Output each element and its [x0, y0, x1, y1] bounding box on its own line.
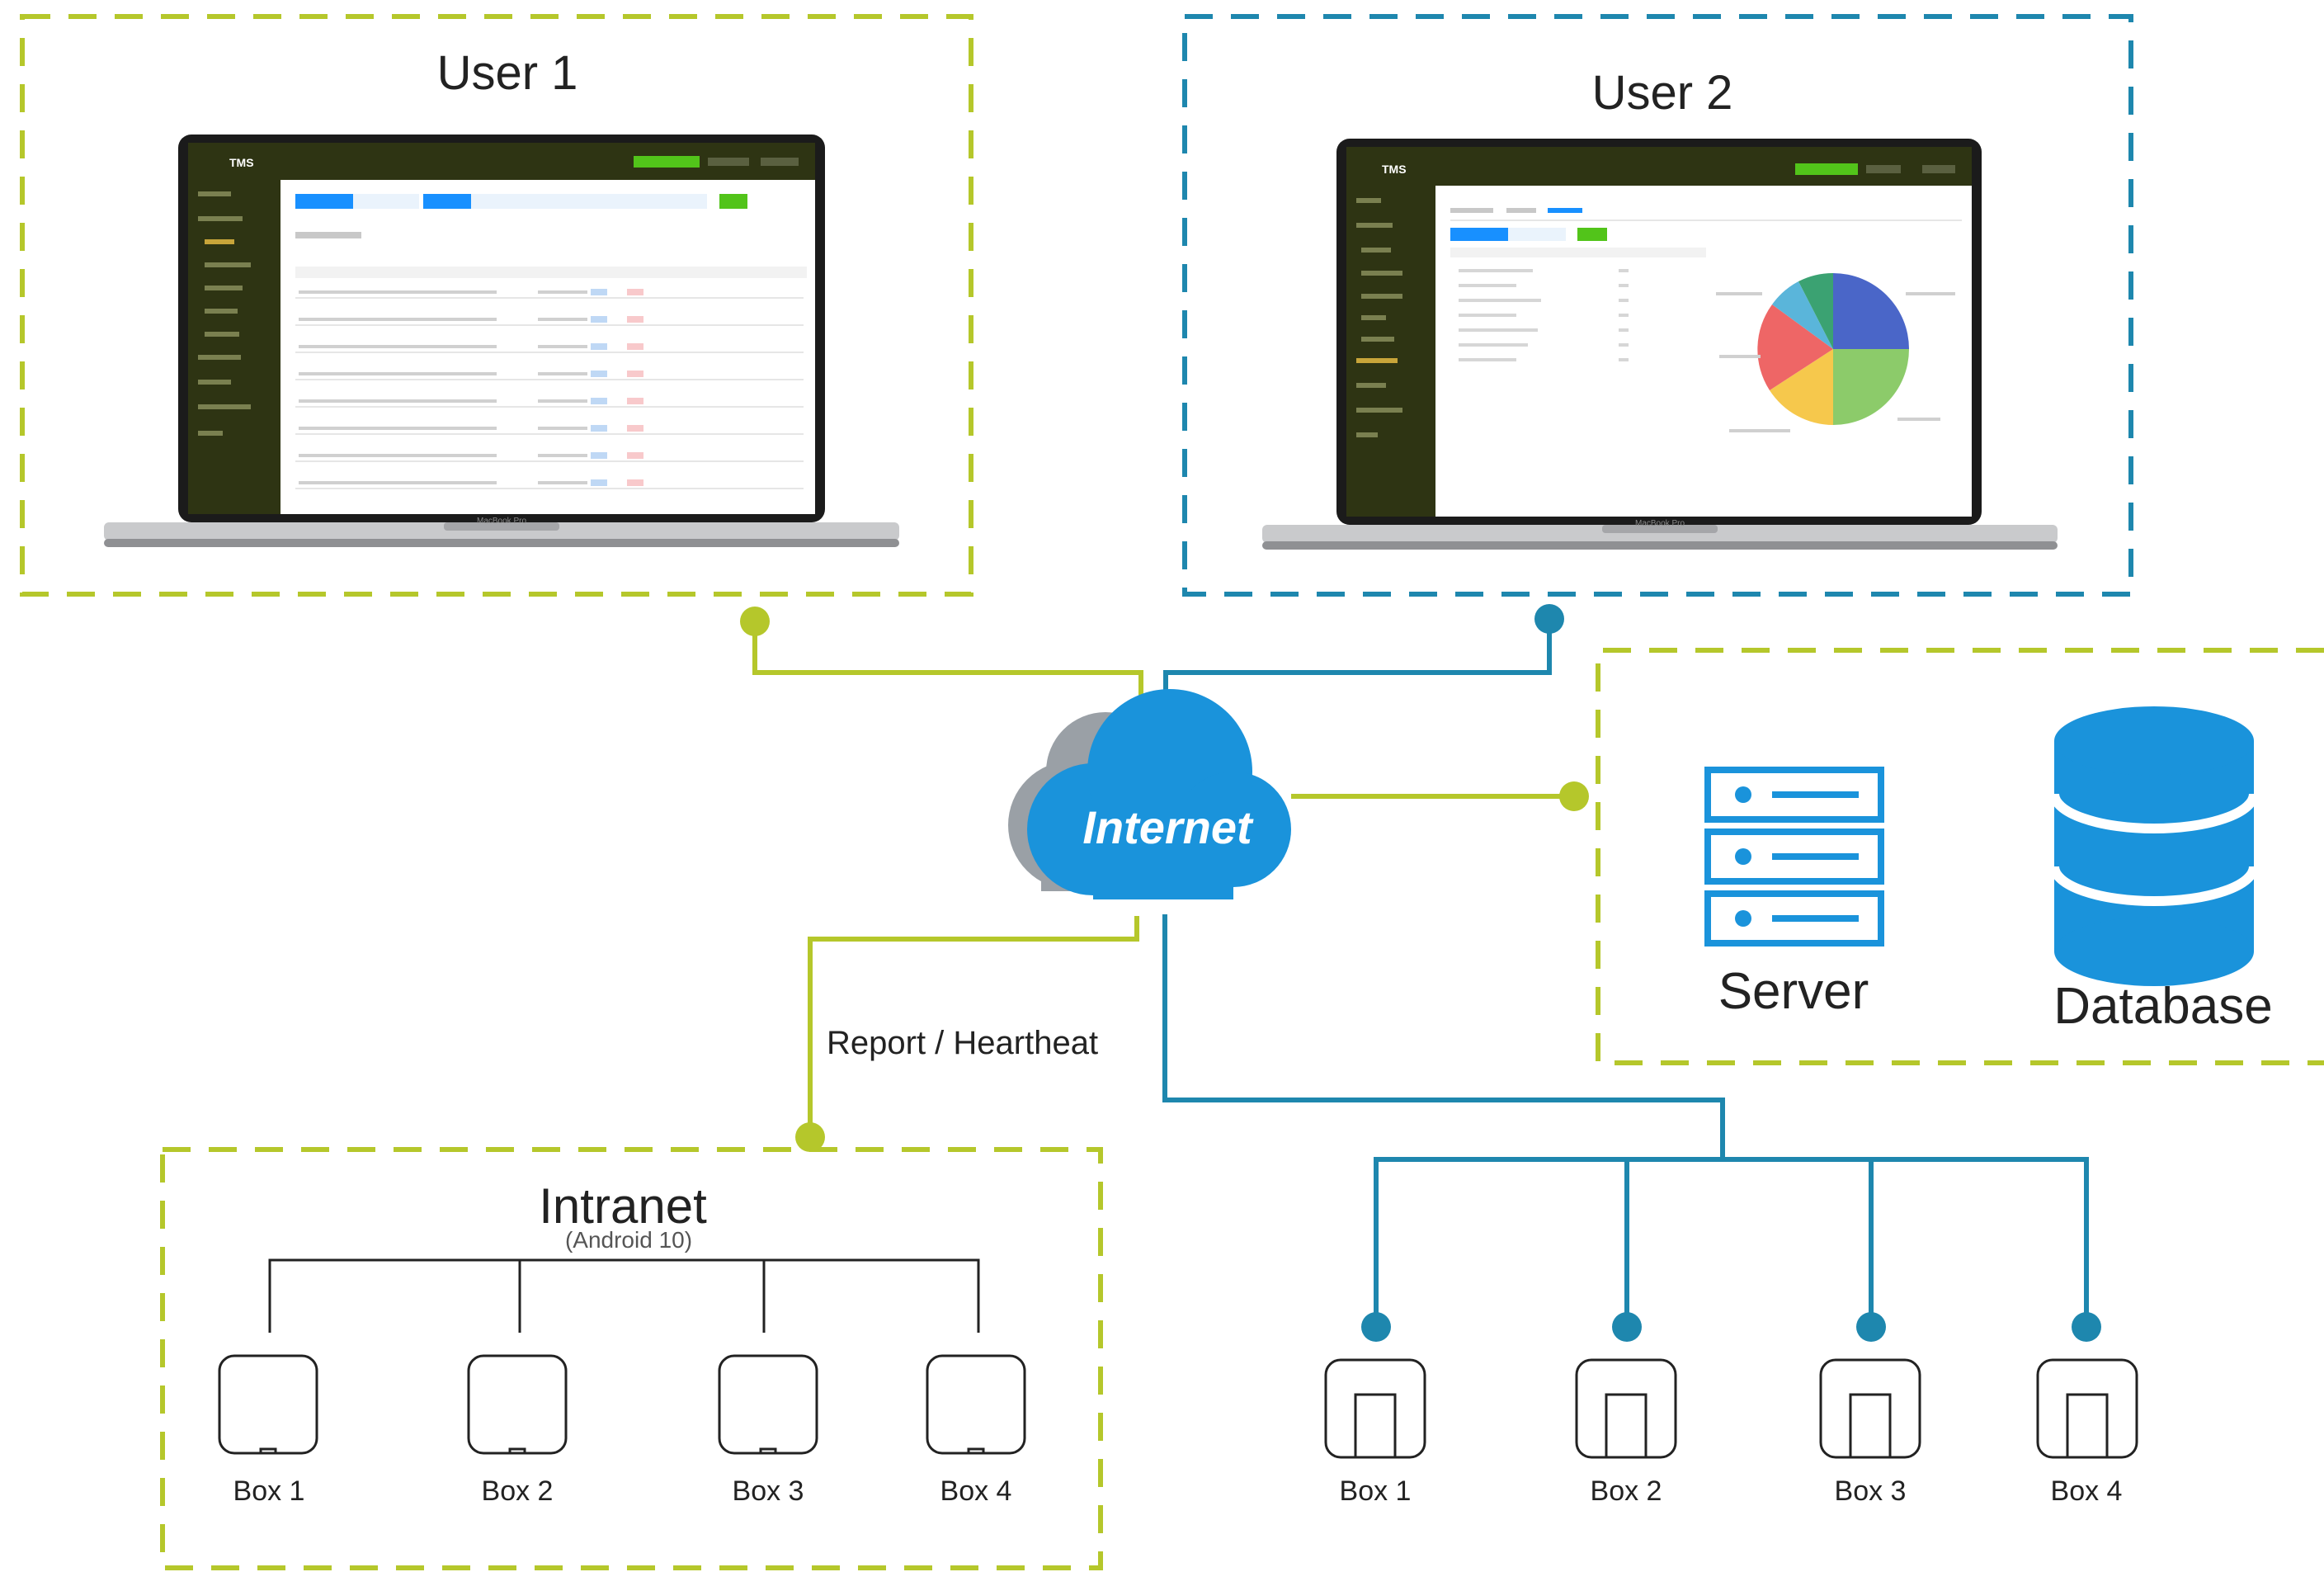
link-internet-boxes [1162, 914, 1725, 1159]
intranet-port-dot [795, 1122, 825, 1152]
app-name-user1: TMS [229, 156, 254, 169]
laptop-brand-user2: MacBook Pro [1635, 519, 1685, 528]
internet-box-icons [1324, 1358, 2138, 1459]
database-icon [2049, 706, 2259, 986]
internet-box-label: Box 3 [1835, 1475, 1907, 1507]
internet-box-label: Box 4 [2051, 1475, 2123, 1507]
server-label: Server [1718, 963, 1869, 1020]
user1-title: User 1 [437, 46, 578, 100]
laptop-user2: TMS [1262, 139, 2058, 550]
backend-frame [1596, 648, 2324, 1065]
user2-title: User 2 [1592, 66, 1733, 120]
internet-box-label: Box 1 [1340, 1475, 1412, 1507]
backend-port-dot [1559, 781, 1589, 811]
user2-frame [1182, 14, 2133, 597]
boxes-bus [1374, 1157, 2089, 1327]
pie-chart-icon [1757, 272, 1909, 425]
app-name-user2: TMS [1382, 163, 1407, 176]
server-icon [1704, 767, 1884, 947]
user1-frame [20, 14, 973, 597]
report-heartbeat-label: Report / Heartheat [827, 1025, 1098, 1061]
server-icon-details [1735, 786, 1859, 927]
intranet-title: Intranet [539, 1178, 707, 1234]
link-internet-intranet [808, 916, 1139, 1135]
user1-port-dot [740, 607, 770, 636]
box-port-dots [1361, 1312, 2101, 1342]
intranet-box-label: Box 2 [482, 1475, 554, 1507]
intranet-box-icons [218, 1354, 1026, 1455]
database-label: Database [2053, 978, 2272, 1035]
laptop-brand-user1: MacBook Pro [477, 517, 526, 526]
intranet-subtitle: (Android 10) [565, 1227, 692, 1253]
intranet-bus [268, 1258, 980, 1333]
intranet-box-label: Box 4 [940, 1475, 1012, 1507]
link-user2-internet [1163, 621, 1552, 700]
internet-box-label: Box 2 [1591, 1475, 1662, 1507]
laptop-user1: TMS [104, 135, 899, 547]
internet-label: Internet [1082, 801, 1254, 853]
intranet-box-label: Box 1 [233, 1475, 305, 1507]
intranet-box-label: Box 3 [733, 1475, 804, 1507]
link-user1-internet [752, 623, 1143, 700]
intranet-frame [160, 1147, 1103, 1570]
internet-cloud: Internet [1008, 689, 1291, 899]
user2-port-dot [1534, 604, 1564, 634]
